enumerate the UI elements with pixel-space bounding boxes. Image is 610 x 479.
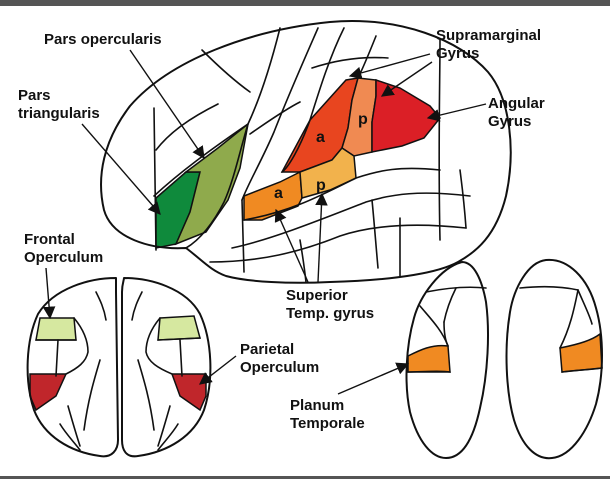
sulcus [372,200,378,268]
axial-brain [28,278,211,456]
pointer-pars-opercularis [130,50,204,158]
pointer-stg-posterior [318,194,322,282]
label-supramarginal-line2: Gyrus [436,45,479,62]
label-angular-line1: Angular [488,95,545,112]
sulcus [560,290,578,348]
label-supramarginal-line1: Supramarginal [436,27,541,44]
frontal-operculum-right [158,316,200,340]
planum-temporale-left [408,346,450,372]
top-rule [0,0,610,6]
label-superior-temp-line1: Superior [286,287,348,304]
right-hemisphere-outline [122,278,210,456]
sulcus [84,360,100,430]
pointer-supramarginal-p [382,62,432,96]
planum-temporale-right [560,334,602,372]
label-frontal-operculum-line2: Operculum [24,249,103,266]
sulcus [312,57,388,68]
sulcus [460,170,466,228]
label-frontal-operculum-line1: Frontal [24,231,75,248]
sulcus [444,288,456,322]
pointer-frontal-operculum [46,268,50,318]
label-parietal-operculum-line1: Parietal [240,341,294,358]
temporal-planes [407,260,602,458]
pointer-angular [428,104,486,118]
label-pars-opercularis: Pars opercularis [44,31,162,48]
pointer-stg-anterior [276,210,308,282]
sulcus [578,290,592,324]
sulcus [444,322,448,346]
angular-gyrus-region [372,80,440,152]
label-parietal-operculum-line2: Operculum [240,359,319,376]
stg-anterior-letter: a [274,185,283,202]
label-planum-temporale-line1: Planum [290,397,344,414]
label-planum-temporale-line2: Temporale [290,415,365,432]
parietal-operculum-left [30,374,66,410]
label-pars-triangularis-line1: Pars [18,87,51,104]
sulcus [439,40,440,240]
left-hemisphere-outline [28,278,118,456]
sulcus [158,406,170,446]
sulcus [56,340,58,376]
supramarginal-anterior-letter: a [316,129,325,146]
pointer-pars-triangularis [82,124,160,214]
sulcus [68,406,80,446]
sulcus [202,50,250,92]
label-angular-line2: Gyrus [488,113,531,130]
sulcus [154,108,156,250]
supramarginal-posterior-letter: p [358,111,368,128]
sulcus [96,292,106,320]
stg-posterior-letter: p [316,177,326,194]
frontal-operculum-left [36,318,76,340]
pointer-parietal-operculum [200,356,236,384]
label-pars-triangularis-line2: triangularis [18,105,100,122]
sulcus [180,340,182,376]
label-superior-temp-line2: Temp. gyrus [286,305,374,322]
sulcus [520,287,578,290]
sulcus [156,104,218,150]
pointer-planum-temporale [338,364,408,394]
sulcus [138,360,154,430]
parietal-operculum-right [172,374,206,410]
sulcus [132,292,142,320]
